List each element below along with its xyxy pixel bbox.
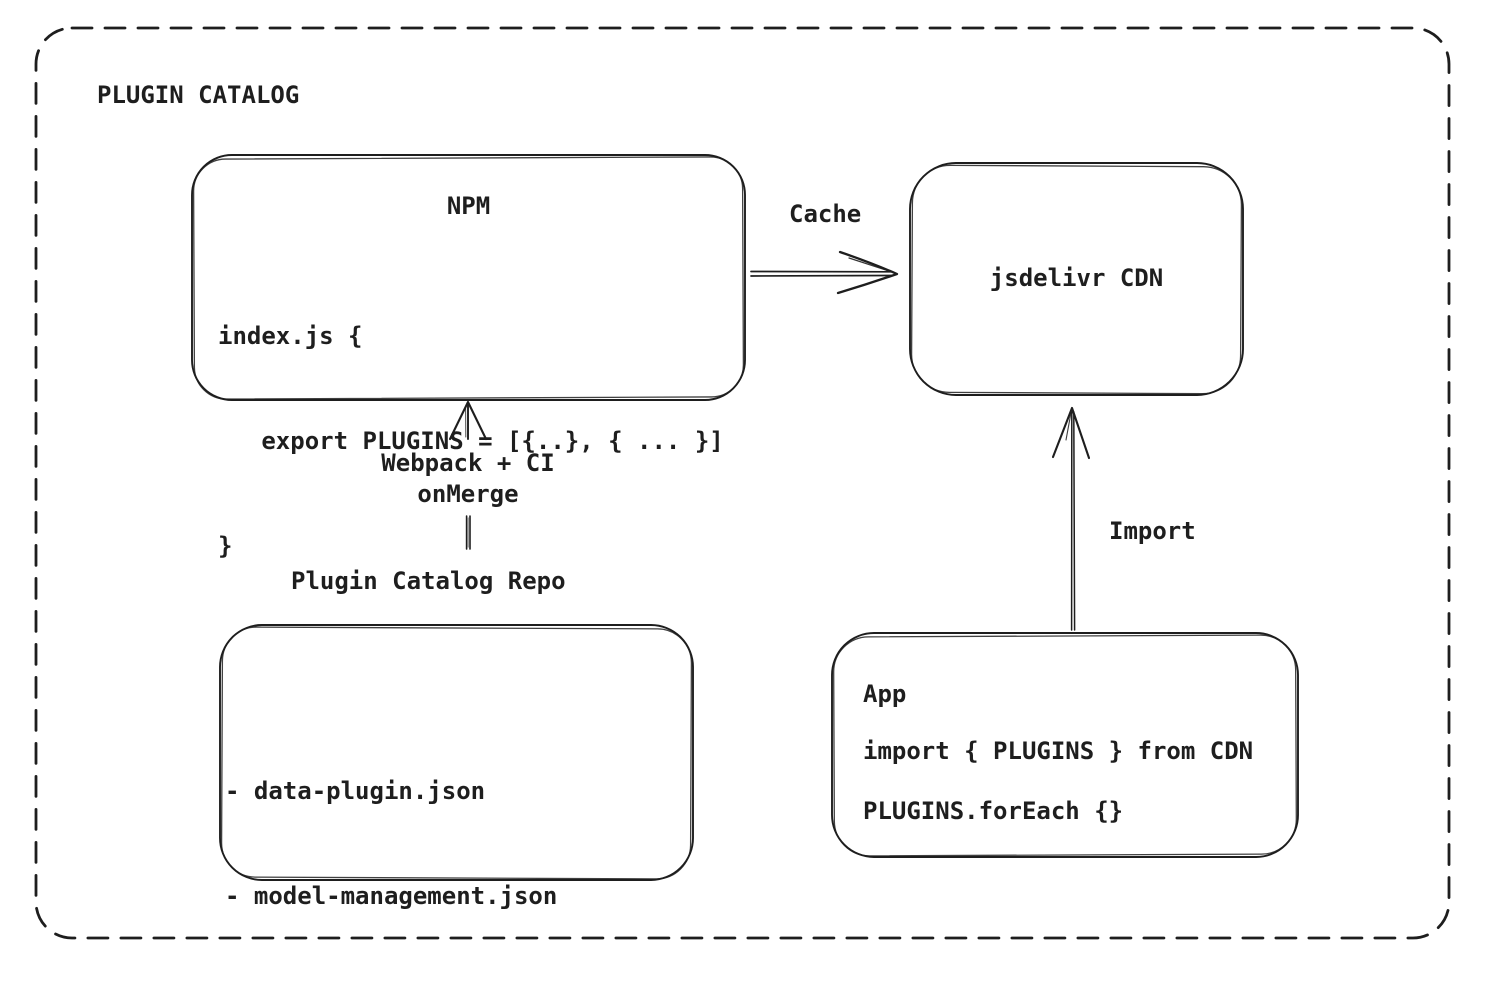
plugin-catalog-boundary [34,26,1451,940]
app-node-title: App [863,680,907,708]
repo-node-title: Plugin Catalog Repo [291,567,566,595]
npm-code-block: index.js { export PLUGINS = [{..}, { ...… [218,249,724,634]
diagram-title: PLUGIN CATALOG [97,81,300,109]
cdn-node-title: jsdelivr CDN [989,264,1164,292]
npm-code-line: } [218,532,233,560]
cdn-node-shape [909,162,1244,396]
repo-file-item: ... [225,987,283,1002]
build-arrow [448,400,488,550]
import-arrow [1051,406,1091,631]
app-code-line: import { PLUGINS } from CDN [863,737,1254,765]
npm-node-shape [191,154,746,401]
build-arrow-label: Webpack + CI onMerge [381,449,555,508]
repo-file-item: - data-plugin.json [225,777,486,805]
import-arrow-label: Import [1109,517,1196,545]
npm-code-line: index.js { [218,322,363,350]
repo-file-list: - data-plugin.json - model-management.js… [225,704,557,1002]
repo-node-shape [219,624,694,881]
app-node-shape [831,632,1299,858]
npm-node-title: NPM [446,192,491,220]
repo-file-item: - model-management.json [225,882,558,910]
npm-code-line: export PLUGINS = [{..}, { ... }] [218,427,724,455]
cache-arrow [750,250,899,295]
app-code-line: PLUGINS.forEach {} [863,797,1124,825]
cache-arrow-label: Cache [789,200,862,228]
